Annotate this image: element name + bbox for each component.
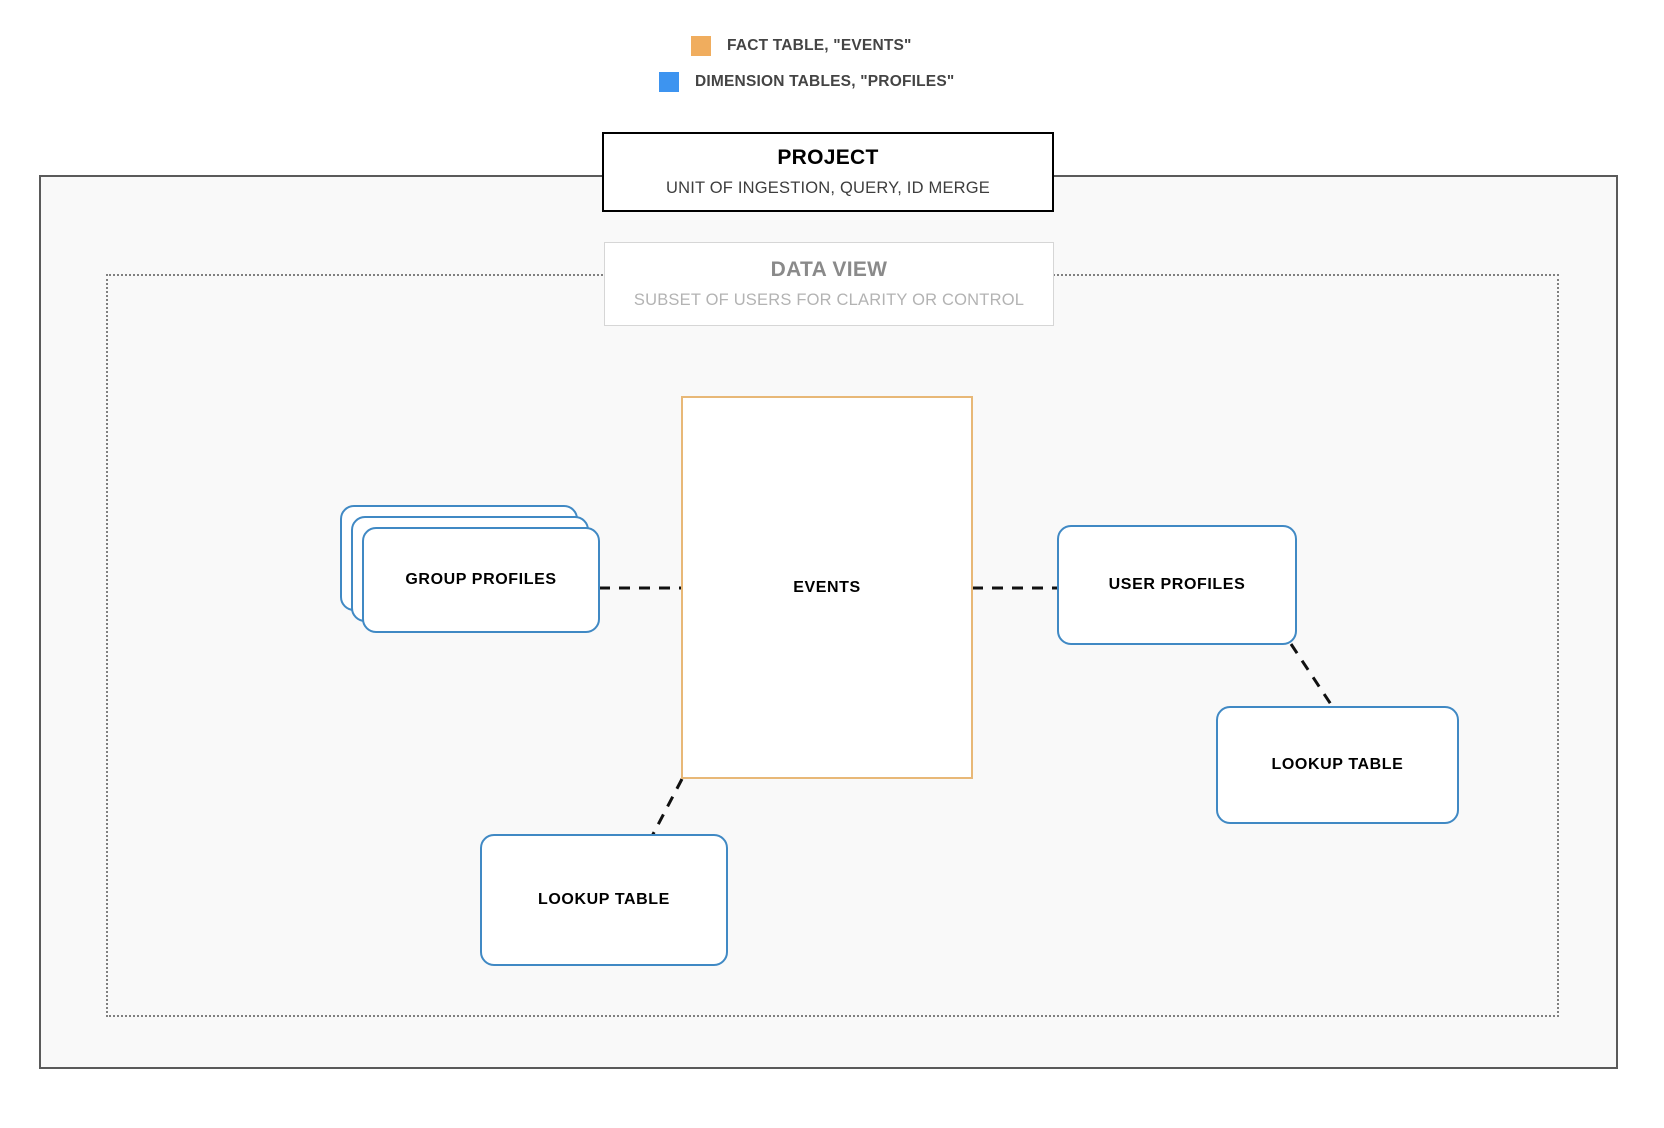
data-view-title: DATA VIEW	[770, 258, 888, 281]
legend-label-dimension-tables: DIMENSION TABLES, "PROFILES"	[695, 73, 955, 90]
entity-label-events: EVENTS	[793, 578, 861, 596]
square-swatch-icon-fact	[691, 36, 711, 56]
entity-label-group-profiles: GROUP PROFILES	[405, 571, 557, 588]
legend-label-fact-table: FACT TABLE, "EVENTS"	[727, 37, 912, 54]
data-view-subtitle: SUBSET OF USERS FOR CLARITY OR CONTROL	[633, 291, 1025, 309]
project-header-box: PROJECT UNIT OF INGESTION, QUERY, ID MER…	[602, 132, 1054, 212]
data-view-header-box: DATA VIEW SUBSET OF USERS FOR CLARITY OR…	[604, 242, 1054, 326]
entity-group-profiles-stack[interactable]: GROUP PROFILES	[340, 505, 600, 633]
entity-user-profiles[interactable]: USER PROFILES	[1057, 525, 1297, 645]
entity-label-user-profiles: USER PROFILES	[1108, 576, 1246, 593]
project-title: PROJECT	[777, 146, 879, 169]
entity-label-lookup-table-right: LOOKUP TABLE	[1271, 756, 1404, 773]
entity-events-fact-table[interactable]: EVENTS	[681, 396, 973, 779]
entity-group-profiles-layer-front[interactable]: GROUP PROFILES	[362, 527, 600, 633]
entity-lookup-table-right[interactable]: LOOKUP TABLE	[1216, 706, 1459, 824]
legend-item-fact-table: FACT TABLE, "EVENTS"	[691, 36, 912, 56]
entity-label-lookup-table-left: LOOKUP TABLE	[538, 891, 670, 908]
entity-lookup-table-left[interactable]: LOOKUP TABLE	[480, 834, 728, 966]
project-subtitle: UNIT OF INGESTION, QUERY, ID MERGE	[665, 179, 990, 197]
square-swatch-icon-dimension	[659, 72, 679, 92]
legend-item-dimension-tables: DIMENSION TABLES, "PROFILES"	[659, 72, 954, 92]
